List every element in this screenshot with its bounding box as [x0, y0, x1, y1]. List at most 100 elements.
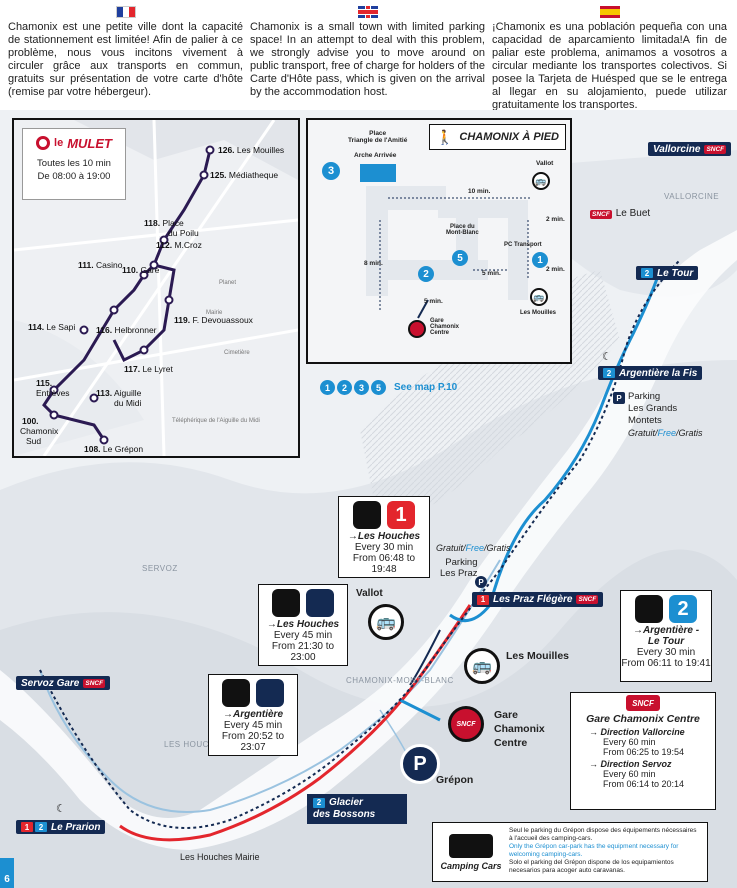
- night-moon-icon: ☾: [602, 351, 612, 363]
- transport-map: le MULET Toutes les 10 min De 08:00 à 19…: [0, 110, 737, 888]
- pc-transport-label: PC Transport: [504, 242, 542, 248]
- sncf-logo: SNCF: [590, 210, 612, 219]
- mulet-logo: le MULET: [23, 129, 125, 157]
- line-1-info: 1 →Les Houches Every 30 min From 06:48 t…: [338, 496, 430, 578]
- line-2-badge: 2: [669, 595, 697, 623]
- mulet-stop: 114. Le Sapi: [28, 322, 76, 332]
- bus-icon: [272, 589, 300, 617]
- night-bus-icon: [256, 679, 284, 707]
- line-2-info: 2 →Argentière - Le Tour Every 30 min Fro…: [620, 590, 712, 682]
- parking-grands-montets: Parking Les Grands Montets: [628, 391, 678, 426]
- line-2-badge: 2: [418, 266, 434, 282]
- les-houches-mairie-label: Les Houches Mairie: [180, 852, 260, 862]
- night-bus-argentiere-info: →Argentière Every 45 min From 20:52 to 2…: [208, 674, 298, 756]
- arche-label: Arche Arrivée: [354, 152, 397, 159]
- mulet-stop: 126. Les Mouilles: [218, 145, 285, 155]
- mulet-stop: du Midi: [114, 398, 142, 408]
- mulet-stop: 108. Le Grépon: [84, 444, 144, 454]
- town-label: VALLORCINE: [664, 192, 720, 201]
- walking-title: 🚶 CHAMONIX À PIED: [428, 124, 566, 150]
- camping-cars-text: Seul le parking du Grépon dispose des éq…: [509, 827, 697, 874]
- parking-les-praz: Parking Les Praz: [440, 557, 478, 579]
- parking-icon: P: [400, 744, 440, 784]
- town-label: SERVOZ: [142, 564, 178, 573]
- gare-chamonix-centre-info: SNCF Gare Chamonix Centre → Direction Va…: [570, 692, 716, 810]
- place-mont-blanc-label: Place du Mont-Blanc: [446, 224, 479, 236]
- vallot-label: Vallot: [356, 588, 383, 599]
- night-bus-icon: [306, 589, 334, 617]
- walk-duration: 2 min.: [546, 216, 565, 223]
- line-1-badge: 1: [532, 252, 548, 268]
- place-label: Mairie: [206, 310, 223, 316]
- mulet-stop: 119. F. Devouassoux: [174, 315, 253, 325]
- sncf-logo: SNCF: [626, 695, 660, 711]
- free-parking-label: Gratuit/Free/Gratis: [628, 428, 703, 438]
- intro-fr: Chamonix est une petite ville dont la ca…: [8, 6, 243, 99]
- walking-map-graphic: [308, 120, 570, 362]
- les-mouilles-label: Les Mouilles: [506, 650, 570, 662]
- mulet-logo-box: le MULET Toutes les 10 min De 08:00 à 19…: [22, 128, 126, 200]
- walk-duration: 2 min.: [546, 266, 565, 273]
- bus-stop-icon: 🚌: [368, 604, 404, 640]
- bus-stop-icon: 🚌: [530, 288, 548, 306]
- walking-inset-map: 🚶 CHAMONIX À PIED Place Triangle de l'Am…: [306, 118, 572, 364]
- walk-duration: 10 min.: [468, 188, 491, 195]
- bus-icon: [353, 501, 381, 529]
- flag-es-icon: [492, 6, 727, 18]
- place-label: Planet: [219, 280, 237, 286]
- line-2-badge: 2: [337, 380, 352, 395]
- flag-fr-icon: [8, 6, 243, 18]
- mulet-logo-icon: [36, 136, 51, 150]
- line-1-badge: 1: [320, 380, 335, 395]
- bus-stop-icon: 🚌: [464, 648, 500, 684]
- mulet-stop: 115.: [36, 378, 53, 388]
- mulet-stop: 113. Aiguille: [96, 388, 142, 398]
- walk-duration: 5 min.: [482, 270, 501, 277]
- mulet-stop: 116. Helbronner: [96, 325, 157, 335]
- sncf-logo: SNCF: [83, 678, 106, 688]
- line-3-badge: 3: [354, 380, 369, 395]
- mulet-stop: 100.: [22, 416, 39, 426]
- grepon-label: Grépon: [436, 774, 474, 786]
- page-number: 6: [0, 858, 14, 888]
- place-amitie-label: Place Triangle de l'Amitié: [348, 130, 408, 144]
- line-5-badge: 5: [452, 250, 468, 266]
- place-label: Cimetière: [224, 350, 250, 356]
- night-moon-icon: ☾: [56, 803, 66, 815]
- arche-icon: [360, 164, 396, 182]
- camping-car-block: Camping Cars: [433, 823, 509, 881]
- town-label: LES HOUCHES: [164, 740, 227, 749]
- camping-car-icon: [449, 833, 493, 858]
- line-3-badge: 3: [322, 162, 340, 180]
- mulet-stop: Sud: [26, 436, 42, 446]
- bus-stop-icon: 🚌: [532, 172, 550, 190]
- see-map-link[interactable]: 1 2 3 5 See map P.10: [320, 380, 457, 395]
- place-label: Téléphérique de l'Aiguille du Midi: [172, 418, 260, 424]
- mulet-stop: 112. M.Croz: [156, 240, 202, 250]
- mulet-stop: Chamonix: [20, 426, 59, 436]
- sncf-station-icon: [408, 320, 426, 338]
- pedestrian-icon: 🚶: [435, 128, 454, 145]
- line-5-badge: 5: [371, 380, 386, 395]
- bus-icon: [635, 595, 663, 623]
- les-mouilles-label: Les Mouilles: [520, 310, 557, 316]
- walk-duration: 5 min.: [424, 298, 443, 305]
- gare-centre-label: Gare Chamonix Centre: [430, 318, 460, 336]
- sncf-station-icon: SNCF: [448, 706, 484, 742]
- sncf-logo: SNCF: [704, 144, 727, 154]
- walk-duration: 8 min.: [364, 260, 383, 267]
- camping-cars-info: Camping Cars Seul le parking du Grépon d…: [432, 822, 708, 882]
- line-1-badge: 1: [387, 501, 415, 529]
- mulet-stop: Entrèves: [36, 388, 70, 398]
- intro-en: Chamonix is a small town with limited pa…: [250, 6, 485, 99]
- vallot-label: Vallot: [536, 160, 554, 167]
- intro-es: ¡Chamonix es una población pequeña con u…: [492, 6, 727, 112]
- flag-uk-icon: [250, 6, 485, 18]
- mulet-stop: 118. Place: [144, 218, 184, 228]
- mulet-stop: 125. Médiatheque: [210, 170, 279, 180]
